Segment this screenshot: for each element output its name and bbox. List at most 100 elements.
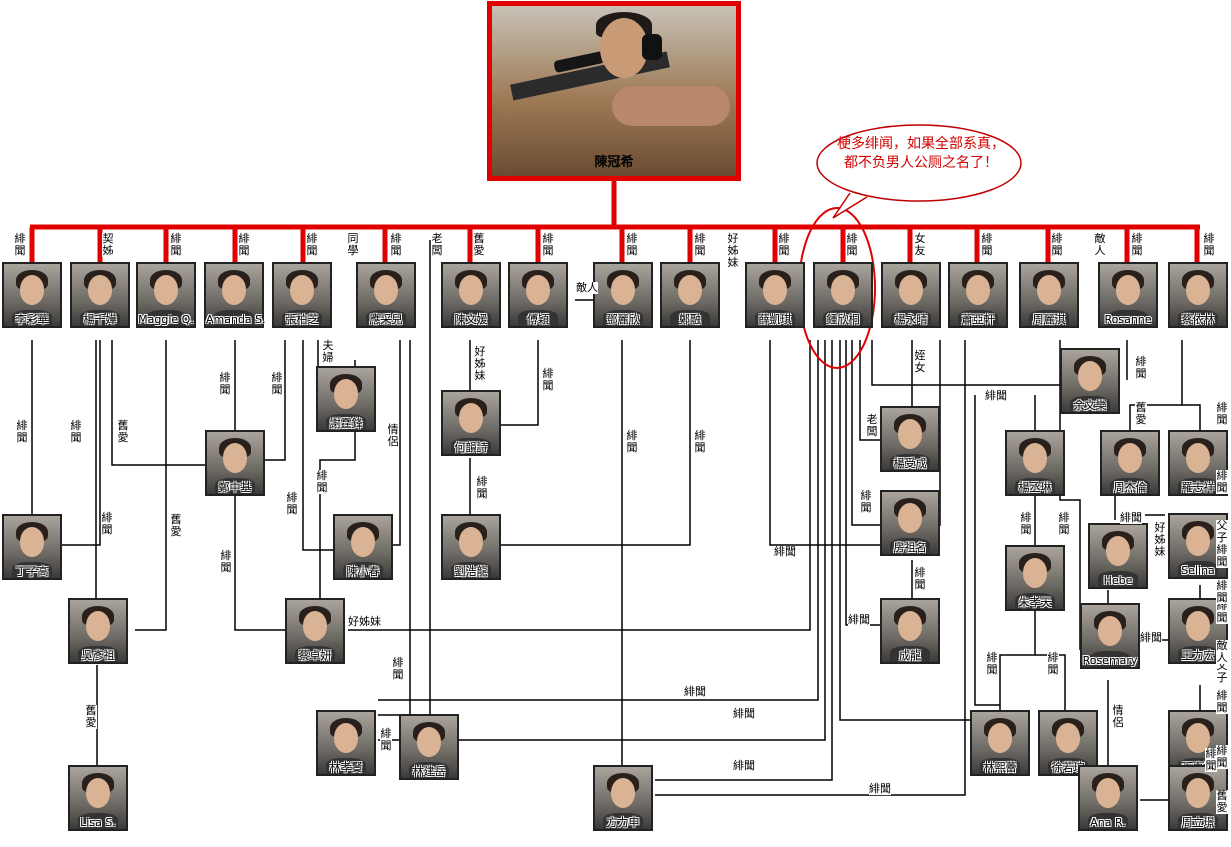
body-shape <box>366 309 406 326</box>
person-photo <box>881 262 941 328</box>
person-name: 蔡卓妍 <box>298 649 332 662</box>
face-shape <box>153 275 179 305</box>
person-photo <box>441 514 501 580</box>
face-shape <box>373 275 399 305</box>
relation-label: 好姊妹 <box>474 345 486 382</box>
person-photo <box>136 262 196 328</box>
person-name: Ana R. <box>1090 816 1126 829</box>
face-shape <box>1022 558 1048 588</box>
relation-label: 緋聞 <box>1216 599 1228 624</box>
person-photo <box>68 765 128 831</box>
person-name: Hebe <box>1103 574 1133 587</box>
person-name: 何韻詩 <box>454 441 488 454</box>
person-photo <box>205 430 265 496</box>
person-photo <box>1005 545 1065 611</box>
relation-label: 緋聞 <box>1020 511 1032 536</box>
person-photo <box>1005 430 1065 496</box>
body-shape <box>282 309 322 326</box>
relation-label: 緋聞 <box>1216 744 1228 769</box>
body-shape <box>518 309 558 326</box>
body-shape <box>1070 395 1110 412</box>
person-name: 楊千嬅 <box>83 313 117 326</box>
body-shape <box>891 309 931 326</box>
relation-label: 緋聞 <box>1216 689 1228 714</box>
face-shape <box>898 275 924 305</box>
face-shape <box>897 503 923 533</box>
person-name: 丁子高 <box>15 565 49 578</box>
body-shape <box>1178 812 1218 829</box>
person-photo <box>508 262 568 328</box>
body-shape <box>823 309 863 326</box>
relation-label: 緋聞 <box>684 685 706 698</box>
face-shape <box>1117 443 1143 473</box>
person-name: 鄭中基 <box>218 481 252 494</box>
person-photo <box>70 262 130 328</box>
body-shape <box>890 645 930 662</box>
relation-label: 緋聞 <box>70 419 82 444</box>
face-shape <box>1036 275 1062 305</box>
person-name: Rosanne <box>1104 313 1152 326</box>
face-shape <box>1097 616 1123 646</box>
face-shape <box>1055 723 1081 753</box>
person-name: 謝霆鋒 <box>329 417 363 430</box>
body-shape <box>603 812 643 829</box>
relation-label: 緋聞 <box>1203 232 1215 257</box>
relation-label: 夫婦 <box>322 339 334 364</box>
relation-label: 緋聞 <box>846 232 858 257</box>
relation-label: 緋聞 <box>392 656 404 681</box>
person-photo <box>399 714 459 780</box>
relation-label: 緋聞 <box>1051 232 1063 257</box>
face-shape <box>897 611 923 641</box>
person-photo <box>1098 262 1158 328</box>
relation-label: 好姊妹 <box>727 232 739 269</box>
face-shape <box>897 419 923 449</box>
person-name: 房祖名 <box>893 541 927 554</box>
person-photo <box>2 262 62 328</box>
face-shape <box>458 275 484 305</box>
person-photo <box>68 598 128 664</box>
face-shape <box>600 18 648 78</box>
person-name: 陳小春 <box>346 565 380 578</box>
face-shape <box>965 275 991 305</box>
person-name: Amanda S. <box>206 313 266 326</box>
body-shape <box>1178 477 1218 494</box>
person-photo <box>1080 603 1140 669</box>
relation-label: 緋聞 <box>981 232 993 257</box>
face-shape <box>1185 778 1211 808</box>
person-name: Rosemary <box>1082 654 1138 667</box>
relation-label: 緋聞 <box>1131 232 1143 257</box>
person-name: 張柏芝 <box>285 313 319 326</box>
relation-label: 緋聞 <box>14 232 26 257</box>
speech-bubble: 梗多绯闻，如果全部系真，都不负男人公厕之名了！ <box>815 123 1023 219</box>
person-name: 王力宏 <box>1181 649 1215 662</box>
body-shape <box>980 757 1020 774</box>
face-shape <box>19 527 45 557</box>
face-shape <box>350 527 376 557</box>
person-photo <box>316 710 376 776</box>
relation-label: 緋聞 <box>542 232 554 257</box>
relation-label: 緋聞 <box>733 707 755 720</box>
face-shape <box>221 275 247 305</box>
face-shape <box>1095 778 1121 808</box>
person-name: 傅穎 <box>527 313 549 326</box>
relation-label: 緋聞 <box>1205 747 1217 772</box>
person-photo <box>880 490 940 556</box>
relation-label: 緋聞 <box>476 475 488 500</box>
face-shape <box>1077 361 1103 391</box>
body-shape <box>1178 645 1218 662</box>
person-photo <box>272 262 332 328</box>
person-photo <box>660 262 720 328</box>
face-shape <box>1105 536 1131 566</box>
person-photo <box>1168 262 1228 328</box>
relation-label: 緋聞 <box>271 371 283 396</box>
face-shape <box>1185 723 1211 753</box>
earmuff-shape <box>642 34 662 60</box>
relation-label: 緋聞 <box>390 232 402 257</box>
face-shape <box>222 443 248 473</box>
person-photo <box>333 514 393 580</box>
body-shape <box>295 645 335 662</box>
body-shape <box>214 309 254 326</box>
relation-label: 緋聞 <box>306 232 318 257</box>
relation-label: 緋聞 <box>1135 355 1147 380</box>
person-photo <box>593 765 653 831</box>
